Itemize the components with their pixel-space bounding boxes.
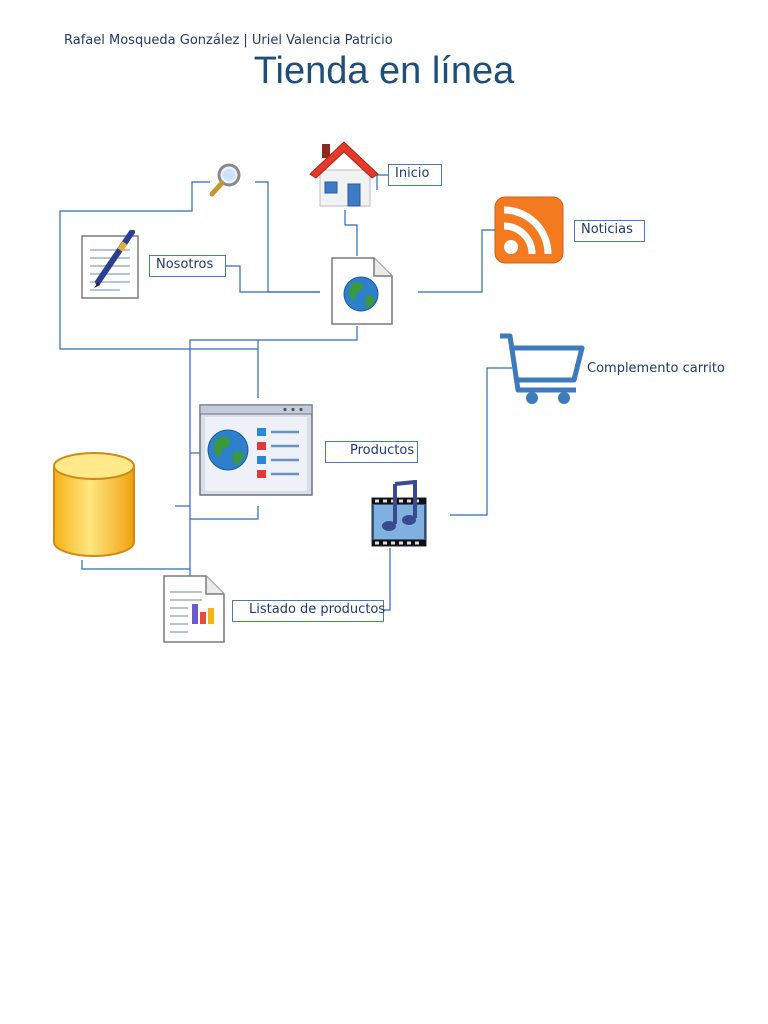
music-video-icon[interactable] [371, 480, 427, 548]
complemento-carrito-label[interactable]: Complemento carrito [587, 361, 725, 376]
database-icon[interactable] [50, 450, 138, 560]
rss-icon[interactable] [494, 196, 564, 264]
productos-label[interactable]: Productos [325, 441, 418, 463]
search-icon[interactable] [208, 162, 244, 198]
page-title: Tienda en línea [253, 50, 515, 92]
document-pen-icon[interactable] [80, 230, 142, 300]
inicio-label[interactable]: Inicio [388, 164, 442, 186]
browser-window-icon[interactable] [199, 404, 313, 496]
authors-line: Rafael Mosqueda González | Uriel Valenci… [64, 33, 393, 48]
shopping-cart-icon[interactable] [498, 332, 586, 406]
web-page-icon[interactable] [330, 256, 394, 326]
listado-productos-label[interactable]: Listado de productos [232, 600, 385, 622]
noticias-label[interactable]: Noticias [574, 220, 645, 242]
report-icon[interactable] [162, 574, 226, 644]
nosotros-label[interactable]: Nosotros [149, 255, 226, 277]
home-icon[interactable] [308, 140, 380, 208]
